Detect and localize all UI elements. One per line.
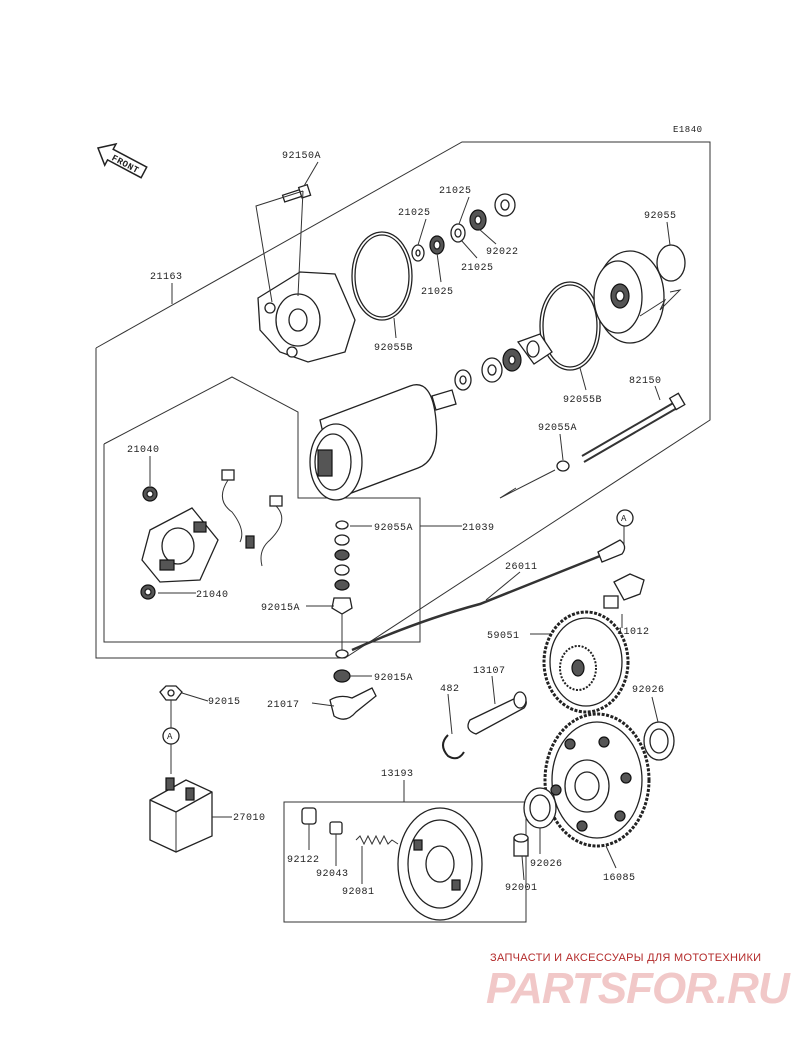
terminal-cap-11012 (603, 573, 645, 609)
watermark-tagline: ЗАПЧАСТИ И АКСЕССУАРЫ ДЛЯ МОТОТЕХНИКИ (490, 952, 762, 964)
through-bolt-82150 (581, 392, 686, 463)
callout-92015: 92015 (208, 697, 241, 708)
callout-92122: 92122 (287, 855, 320, 866)
callout-482: 482 (440, 684, 460, 695)
callout-21039: 21039 (462, 523, 495, 534)
leader-lines (149, 161, 671, 884)
o-ring-92055B-mid (539, 281, 601, 371)
rear-cover (593, 250, 665, 344)
starter-relay-27010 (149, 777, 213, 853)
motor-yoke (309, 384, 457, 501)
callout-92026-b: 92026 (530, 859, 563, 870)
diagram-code: E1840 (673, 125, 703, 135)
callout-21025-c: 21025 (461, 263, 494, 274)
callout-21025-d: 21025 (421, 287, 454, 298)
callout-92055B-mid: 92055B (563, 395, 602, 406)
assembly-outline-21040 (103, 376, 421, 643)
boot-21017 (329, 687, 377, 720)
washer-92026-top (643, 721, 675, 761)
roller-92122 (301, 807, 317, 825)
shaft-washers (454, 333, 553, 391)
clutch-box-13193 (283, 801, 527, 923)
callout-92001: 92001 (505, 883, 538, 894)
ref-a-top-label: A (621, 514, 627, 524)
callout-92015A-b: 92015A (374, 673, 413, 684)
starter-clutch (397, 807, 483, 921)
callout-16085: 16085 (603, 873, 636, 884)
ref-marker-a-bottom: A (162, 727, 180, 745)
callout-21040-bottom: 21040 (196, 590, 229, 601)
callout-92043: 92043 (316, 869, 349, 880)
brush-plate (141, 507, 219, 583)
ref-a-bottom-label: A (167, 732, 173, 742)
callout-92015A-a: 92015A (261, 603, 300, 614)
brush-spring-21040-bottom (140, 584, 156, 600)
callout-92055: 92055 (644, 211, 677, 222)
brush-leads (221, 469, 283, 567)
callout-92055B-top: 92055B (374, 343, 413, 354)
callout-21163: 21163 (150, 272, 183, 283)
callout-21025-b: 21025 (398, 208, 431, 219)
callout-92081: 92081 (342, 887, 375, 898)
callout-21025-a: 21025 (439, 186, 472, 197)
callout-92150A: 92150A (282, 151, 321, 162)
o-ring-92055 (656, 244, 686, 282)
callout-92022: 92022 (486, 247, 519, 258)
nut-92015 (159, 685, 183, 701)
callout-92055A-right: 92055A (538, 423, 577, 434)
callout-26011: 26011 (505, 562, 538, 573)
starter-cable-26011 (351, 526, 626, 652)
callout-11012: 11012 (617, 627, 650, 638)
callout-82150: 82150 (629, 376, 662, 387)
callout-13193: 13193 (381, 769, 414, 780)
spring-92081 (355, 834, 399, 846)
callout-92055A-left: 92055A (374, 523, 413, 534)
circlip-482 (442, 734, 465, 760)
callout-21040-top: 21040 (127, 445, 160, 456)
gear-92001 (513, 833, 529, 857)
cap-92043 (329, 821, 343, 835)
front-arrow-icon: FRONT (96, 142, 148, 179)
reduction-gear-59051 (542, 610, 630, 714)
ref-marker-a-top: A (616, 509, 634, 527)
callout-21017: 21017 (267, 700, 300, 711)
callout-92026-a: 92026 (632, 685, 665, 696)
assembly-outline-21163 (95, 141, 711, 659)
callout-labels: 92150A 21025 21025 92022 21025 21025 920… (127, 151, 677, 898)
o-ring-92055A-right (556, 460, 570, 472)
brush-spring-21040-top (142, 486, 158, 502)
callout-13107: 13107 (473, 666, 506, 677)
front-cover (257, 271, 356, 363)
terminal-stack (331, 520, 353, 683)
watermark-logo: PARTSFOR.RU (486, 964, 790, 1013)
o-ring-92055B-top (351, 231, 413, 321)
callout-27010: 27010 (233, 813, 266, 824)
shaft-13107 (467, 691, 527, 735)
callout-59051: 59051 (487, 631, 520, 642)
starter-gear-16085 (543, 712, 651, 848)
washer-92026-bottom (523, 787, 557, 829)
